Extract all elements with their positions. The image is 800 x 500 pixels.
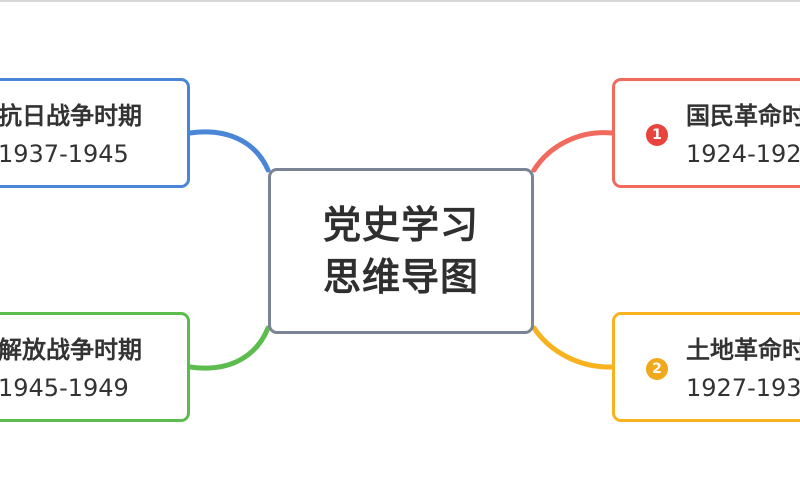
central-topic-line-2: 思维导图 (322, 255, 479, 299)
connector-anti-japanese-war (187, 129, 271, 173)
top-divider (0, 0, 800, 2)
branch-land-revolution[interactable]: 2 土地革命时 1927-193 (612, 312, 800, 422)
connector-liberation-war (187, 325, 271, 371)
central-topic-line-1: 党史学习 (322, 203, 479, 247)
branch-title: 土地革命时 (686, 336, 800, 364)
branch-title: 抗日战争时期 (0, 102, 142, 130)
connector-land-revolution (531, 325, 615, 370)
central-topic-node[interactable]: 党史学习 思维导图 (268, 168, 534, 334)
branch-title: 国民革命时 (686, 102, 800, 130)
number-one-icon: 1 (646, 124, 668, 146)
branch-title: 解放战争时期 (0, 336, 142, 364)
branch-period: 1927-193 (686, 374, 800, 402)
branch-period: 1924-192 (686, 140, 800, 168)
number-two-icon: 2 (646, 358, 668, 380)
branch-anti-japanese-war[interactable]: 抗日战争时期 1937-1945 (0, 78, 190, 188)
branch-liberation-war[interactable]: 解放战争时期 1945-1949 (0, 312, 190, 422)
connector-national-revolution (531, 130, 615, 173)
branch-period: 1937-1945 (0, 140, 129, 168)
branch-period: 1945-1949 (0, 374, 129, 402)
branch-national-revolution[interactable]: 1 国民革命时 1924-192 (612, 78, 800, 188)
